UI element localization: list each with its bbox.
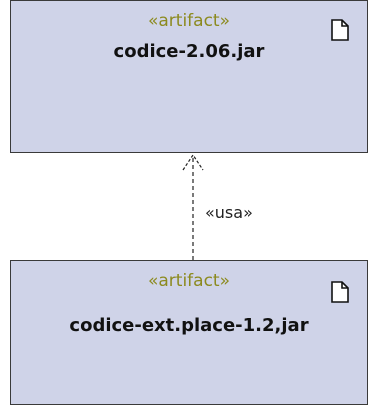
dependency-label: «usa» xyxy=(205,203,253,222)
document-icon xyxy=(331,281,349,303)
artifact-stereotype: «artifact» xyxy=(147,271,230,291)
dependency-arrowhead-icon xyxy=(182,153,204,171)
artifact-node-codice[interactable]: «artifact» codice-2.06.jar xyxy=(10,0,368,153)
artifact-stereotype: «artifact» xyxy=(147,11,230,31)
document-icon xyxy=(331,19,349,41)
artifact-node-codice-ext[interactable]: «artifact» codice-ext.place-1.2,jar xyxy=(10,260,368,405)
artifact-name: codice-ext.place-1.2,jar xyxy=(69,315,309,336)
artifact-name: codice-2.06.jar xyxy=(113,41,265,62)
